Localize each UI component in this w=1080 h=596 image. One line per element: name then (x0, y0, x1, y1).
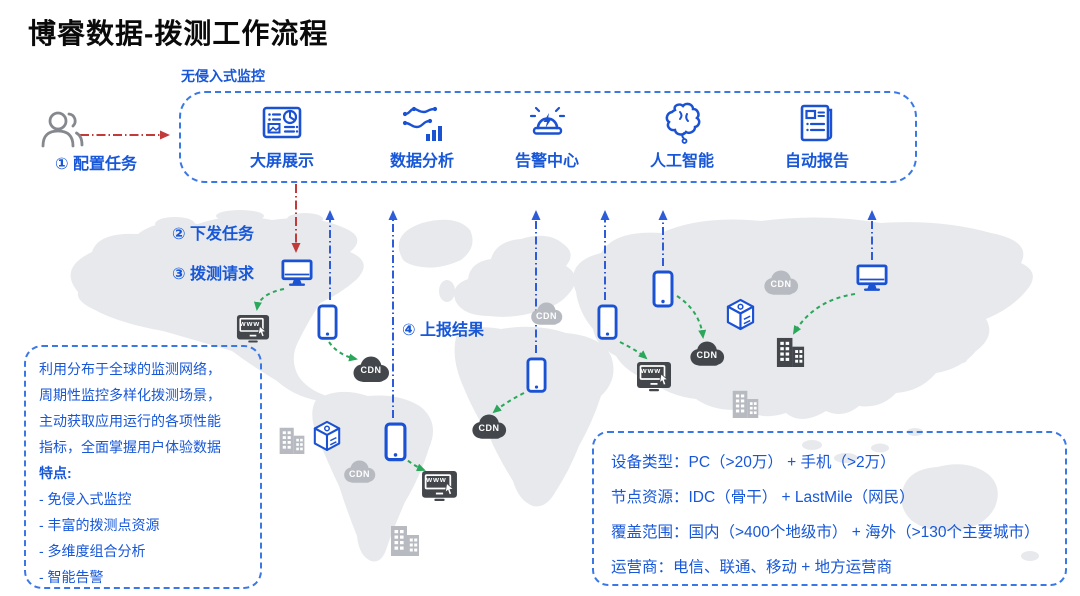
capability-label: 自动报告 (784, 153, 849, 170)
building-icon (774, 336, 807, 367)
description-panel: 利用分布于全球的监测网络， 周期性监控多样化拨测场景， 主动获取应用运行的各项性… (24, 345, 262, 589)
users-icon (38, 108, 88, 150)
report-icon (800, 104, 833, 142)
cube-node-icon (312, 420, 342, 452)
monitor-box-label: 无侵入式监控 (181, 68, 265, 84)
page-title: 博睿数据-拨测工作流程 (28, 18, 329, 49)
cdn-cloud-icon: CDN (688, 341, 726, 368)
desc-line: 主动获取应用运行的各项性能 (39, 413, 221, 429)
info-row: 运营商：电信、联通、移动 + 地方运营商 (611, 559, 893, 576)
capability-label: 数据分析 (389, 153, 454, 170)
desc-line: 周期性监控多样化拨测场景， (39, 387, 221, 403)
cdn-cloud-icon: CDN (351, 356, 391, 384)
desc-line: 指标，全面掌握用户体验数据 (39, 439, 221, 455)
building-icon (277, 426, 307, 454)
www-label: www (239, 319, 261, 328)
phone-icon (652, 270, 674, 308)
ai-brain-icon (665, 102, 701, 144)
capability-dashboard: 大屏展示 (232, 101, 332, 171)
feature-line: - 丰富的拨测点资源 (39, 517, 160, 533)
www-label: www (426, 475, 447, 484)
phone-icon (526, 357, 547, 393)
monitor-icon (856, 264, 888, 293)
capability-ai: 人工智能 (632, 101, 732, 171)
feature-line: - 多维度组合分析 (39, 543, 146, 559)
info-row: 覆盖范围：国内（>400个地级市） + 海外（>130个主要城市） (611, 524, 1040, 541)
phone-icon (317, 304, 338, 340)
monitoring-capabilities-box: 大屏展示 数据分析 告警中心 (179, 91, 917, 183)
alarm-icon (529, 106, 566, 135)
feature-line: - 免侵入式监控 (39, 491, 132, 507)
www-label: www (640, 366, 662, 375)
cdn-label: CDN (696, 350, 718, 360)
cdn-cloud-icon: CDN (529, 302, 564, 327)
capability-data-analysis: 数据分析 (372, 101, 472, 171)
www-browser-icon: www (236, 314, 270, 344)
step-4-report-result: ④ 上报结果 (402, 322, 484, 339)
cdn-cloud-icon: CDN (342, 460, 377, 485)
www-browser-icon: www (421, 470, 458, 503)
capability-auto-report: 自动报告 (767, 101, 867, 171)
cdn-label: CDN (349, 469, 370, 479)
cdn-label: CDN (536, 311, 557, 321)
features-title: 特点: (39, 465, 72, 481)
dashboard-icon (262, 106, 302, 139)
capability-label: 大屏展示 (249, 153, 314, 170)
phone-icon (384, 422, 407, 462)
capability-alert-center: 告警中心 (497, 101, 597, 171)
www-browser-icon: www (636, 361, 672, 393)
resources-panel: 设备类型：PC（>20万） + 手机（>2万） 节点资源：IDC（骨干） + L… (592, 431, 1067, 586)
desc-line: 利用分布于全球的监测网络， (39, 361, 221, 377)
info-row: 设备类型：PC（>20万） + 手机（>2万） (611, 454, 896, 471)
cdn-label: CDN (360, 365, 382, 375)
phone-icon (597, 304, 618, 340)
cdn-cloud-icon: CDN (470, 414, 508, 441)
cdn-cloud-icon: CDN (762, 270, 800, 297)
step-2-dispatch-task: ② 下发任务 (172, 226, 254, 243)
capability-label: 告警中心 (514, 153, 579, 170)
cdn-label: CDN (770, 279, 792, 289)
feature-line: - 智能告警 (39, 569, 104, 585)
cube-node-icon (725, 298, 756, 331)
building-icon (388, 524, 422, 556)
step-1-configure-task: ① 配置任务 (55, 156, 137, 173)
capability-label: 人工智能 (649, 153, 714, 170)
data-analysis-icon (402, 106, 442, 141)
info-row: 节点资源：IDC（骨干） + LastMile（网民） (611, 489, 915, 506)
step-3-dial-request: ③ 拨测请求 (172, 266, 254, 283)
monitor-icon (281, 259, 313, 288)
building-icon (730, 389, 761, 418)
cdn-label: CDN (478, 423, 500, 433)
